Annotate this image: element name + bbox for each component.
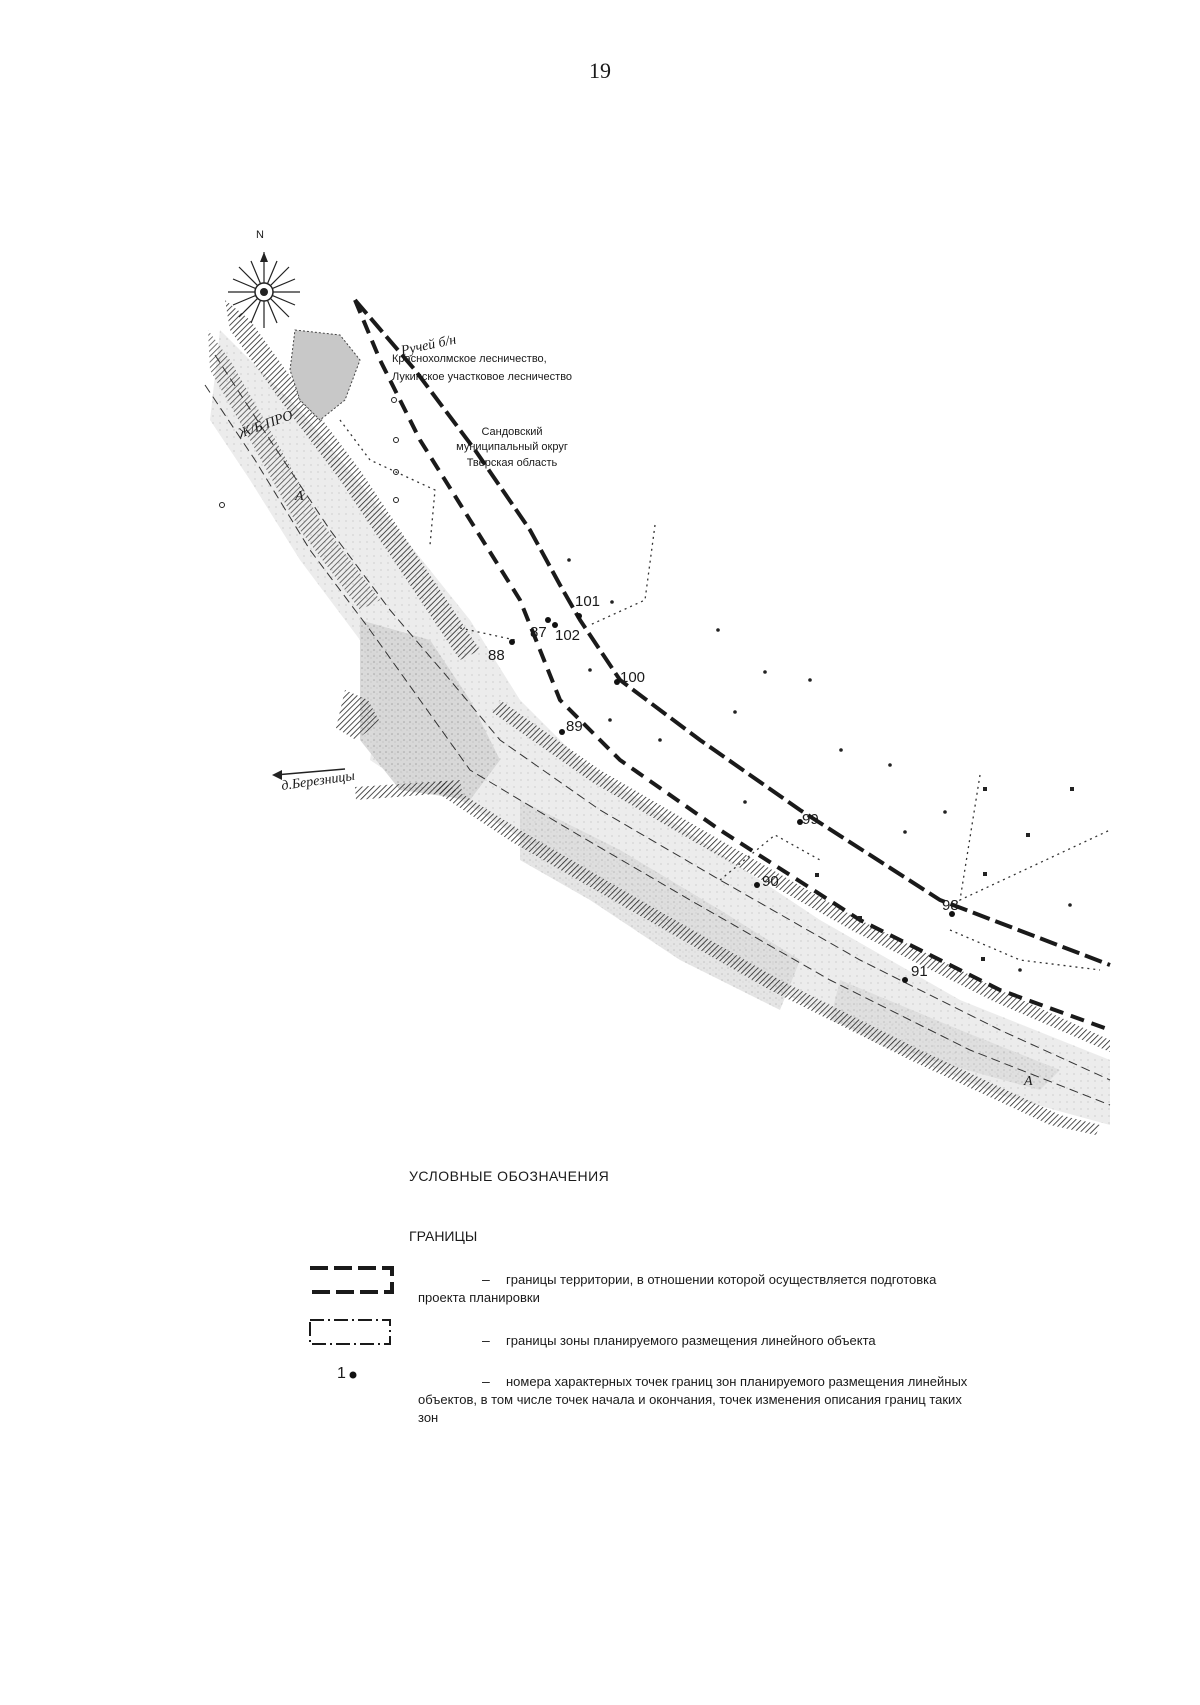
point-label-102: 102 [555, 627, 580, 644]
embankments [208, 300, 1110, 1135]
legend-symbol-territory [310, 1266, 394, 1294]
road-edge-lines [204, 354, 1111, 1106]
point-label-100: 100 [620, 669, 645, 686]
characteristic-points: 87 88 89 90 91 98 99 100 101 102 [488, 593, 959, 983]
point-label-90: 90 [762, 873, 779, 890]
point-label-89: 89 [566, 718, 583, 735]
forest-area [289, 329, 361, 421]
village-arrow-icon [272, 768, 346, 780]
compass-rose-icon [228, 252, 300, 328]
point-label-88: 88 [488, 647, 505, 664]
legend-symbol-point-icon [349, 1371, 357, 1379]
point-label-91: 91 [911, 963, 928, 980]
legend-section-title: ГРАНИЦЫ [409, 1228, 478, 1244]
legend-dash: – [482, 1332, 490, 1348]
point-marker-88 [509, 639, 515, 645]
point-label-99: 99 [802, 811, 819, 828]
legend-point-number: 1 [337, 1365, 346, 1382]
district-label-3: Тверская область [467, 457, 558, 469]
point-label-98: 98 [942, 897, 959, 914]
forestry-label-1: Краснохолмское лесничество, [392, 353, 547, 365]
legend-text: границы территории, в отношении которой … [418, 1272, 937, 1305]
village-label: д.Березницы [280, 769, 355, 794]
point-marker-100 [614, 679, 620, 685]
legend-title: УСЛОВНЫЕ ОБОЗНАЧЕНИЯ [409, 1168, 610, 1184]
point-marker-99 [797, 819, 803, 825]
district-label-1: Сандовский [481, 426, 542, 438]
point-marker-90 [754, 882, 760, 888]
page-number: 19 [589, 58, 611, 83]
legend-symbol-zone [309, 1319, 391, 1345]
point-marker-89 [559, 729, 565, 735]
legend-dash: – [482, 1271, 490, 1287]
legend-text: границы зоны планируемого размещения лин… [506, 1333, 876, 1348]
point-marker-101 [576, 613, 582, 619]
point-marker-91 [902, 977, 908, 983]
road-letter-a1: А [294, 489, 304, 504]
point-marker-87 [545, 617, 551, 623]
legend-text: номера характерных точек границ зон план… [418, 1374, 968, 1425]
territory-boundary [353, 298, 1111, 1032]
point-label-101: 101 [575, 593, 600, 610]
forestry-label-2: Лукинское участковое лесничество [392, 371, 572, 383]
parcel-lines [339, 419, 1111, 971]
point-label-87: 87 [530, 624, 547, 641]
scattered-symbols [219, 397, 1074, 972]
legend-dash: – [482, 1373, 490, 1389]
road-letter-a2: А [1023, 1074, 1033, 1089]
point-marker-98 [949, 911, 955, 917]
point-marker-102 [552, 622, 558, 628]
district-label-2: муниципальный округ [456, 441, 568, 453]
north-label: N [256, 229, 264, 241]
